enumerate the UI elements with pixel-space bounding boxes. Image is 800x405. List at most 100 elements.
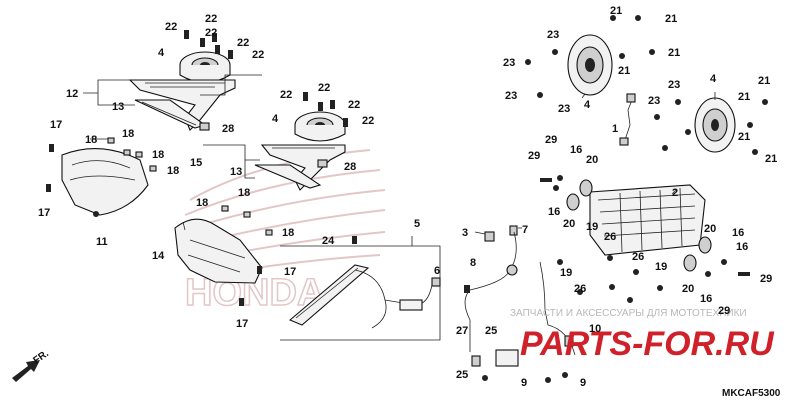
callout: 24 — [322, 235, 335, 247]
callout: 19 — [655, 261, 667, 273]
damper-20-group — [566, 179, 712, 272]
callout: 29 — [760, 273, 772, 285]
callout: 9 — [521, 377, 527, 389]
speaker-right-upper — [567, 34, 613, 96]
wire-harness-6 — [354, 269, 441, 329]
callout: 11 — [96, 236, 108, 248]
callout: 17 — [236, 318, 248, 330]
bolts-29-16 — [540, 175, 750, 277]
callout: 20 — [682, 283, 694, 295]
bolt-17-group-b — [239, 266, 262, 306]
callout: 22 — [237, 37, 249, 49]
callout: 6 — [434, 265, 440, 277]
inner-cover-11 — [61, 148, 149, 217]
callout: 15 — [190, 157, 202, 169]
clip-28-upper — [199, 122, 210, 131]
callout: 22 — [280, 89, 292, 101]
callout: 18 — [282, 227, 294, 239]
callout: 22 — [318, 82, 330, 94]
callout: 18 — [167, 165, 179, 177]
callout: 21 — [738, 131, 750, 143]
callout: 20 — [704, 223, 716, 235]
nuts-26-19 — [557, 255, 663, 303]
callout-labels: 22 22 22 22 22 4 12 13 28 17 18 18 18 18… — [38, 5, 777, 389]
callout: 14 — [152, 250, 165, 262]
callout: 12 — [66, 88, 78, 100]
callout: 23 — [558, 103, 570, 115]
screws-21-23 — [525, 15, 768, 155]
grommet-18-group-a — [107, 137, 157, 172]
wire-harness-1 — [619, 93, 636, 146]
callout: 16 — [548, 206, 560, 218]
callout: 4 — [158, 47, 165, 59]
callout: 22 — [205, 27, 217, 39]
callout: 21 — [610, 5, 622, 17]
callout: 21 — [765, 153, 777, 165]
callout: 18 — [85, 134, 97, 146]
callout: 29 — [718, 305, 730, 317]
callout: 28 — [222, 123, 234, 135]
diagram-code: MKCAF5300 — [722, 388, 781, 399]
callout: 27 — [456, 325, 468, 337]
callout: 25 — [456, 369, 468, 381]
leader-lines — [83, 74, 716, 246]
callout: 5 — [414, 218, 420, 230]
callout: 22 — [165, 21, 177, 33]
callout: 10 — [589, 323, 601, 335]
callout: 22 — [362, 115, 374, 127]
callout: 4 — [584, 99, 591, 111]
callout: 13 — [112, 101, 124, 113]
callout: 17 — [38, 207, 50, 219]
speaker-upper-middle — [294, 111, 346, 142]
callout: 26 — [604, 231, 616, 243]
callout: 18 — [196, 197, 208, 209]
callout: 1 — [612, 123, 618, 135]
bolt-24 — [352, 236, 357, 244]
speaker-grille-middle — [254, 164, 322, 189]
callout: 21 — [618, 65, 630, 77]
bolt-22-group-b — [303, 92, 348, 127]
callout: 16 — [700, 293, 712, 305]
callout: 18 — [122, 128, 134, 140]
callout: 29 — [545, 134, 557, 146]
speaker-upper-left — [179, 51, 231, 84]
callout: 25 — [485, 325, 497, 337]
callout: 9 — [580, 377, 586, 389]
callout: 23 — [505, 90, 517, 102]
bolt-22-group-a — [184, 30, 233, 59]
callout: 29 — [528, 150, 540, 162]
callout: 8 — [470, 257, 476, 269]
callout: 22 — [252, 49, 264, 61]
callout: 4 — [272, 113, 279, 125]
callout: 22 — [348, 99, 360, 111]
callout: 22 — [205, 13, 217, 25]
callout: 18 — [152, 149, 164, 161]
callout: 21 — [738, 91, 750, 103]
watermark-logo: PARTS-FOR.RU — [520, 325, 775, 363]
callout: 16 — [570, 144, 582, 156]
callout: 13 — [230, 166, 242, 178]
callout: 16 — [736, 241, 748, 253]
callout: 23 — [668, 79, 680, 91]
front-direction-arrow: FR. — [12, 348, 51, 382]
callout: 26 — [574, 283, 586, 295]
callout: 23 — [547, 29, 559, 41]
callout: 2 — [672, 187, 678, 199]
callout: 3 — [462, 227, 468, 239]
callout: 21 — [668, 47, 680, 59]
box-frame-5 — [280, 245, 441, 341]
callout: 23 — [648, 95, 660, 107]
amplifier-unit-2 — [589, 184, 706, 256]
callout: 23 — [503, 57, 515, 69]
callout: 21 — [758, 75, 770, 87]
callout: 17 — [284, 266, 296, 278]
speaker-right-lower — [694, 97, 736, 153]
callout: 18 — [238, 187, 250, 199]
side-cover-14 — [174, 218, 263, 284]
callout: 4 — [710, 73, 717, 85]
callout: 28 — [344, 161, 356, 173]
watermark-text: ЗАПЧАСТИ И АКСЕССУАРЫ ДЛЯ МОТОТЕХНИКИ — [510, 308, 747, 319]
clip-28-middle — [317, 159, 328, 168]
harness-7-8-10 — [464, 225, 576, 356]
